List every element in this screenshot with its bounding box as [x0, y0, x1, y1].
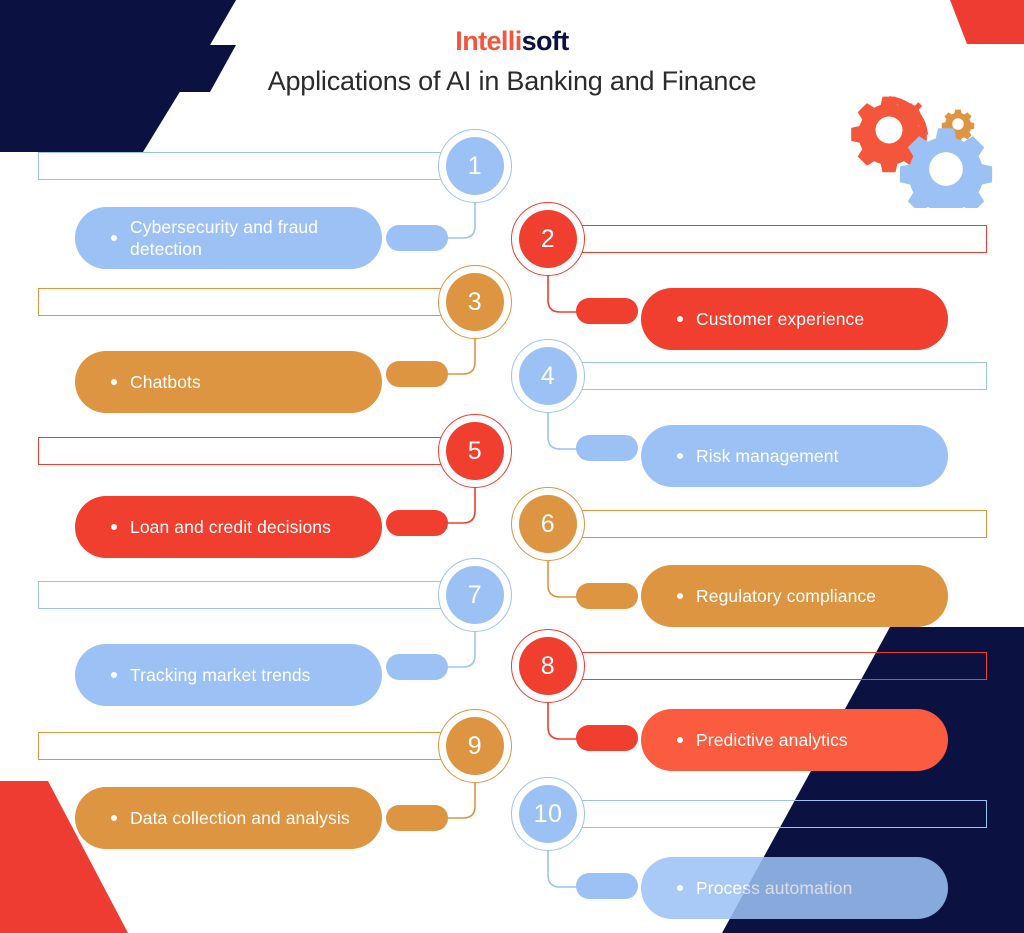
item-4-pill[interactable]: Risk management — [641, 425, 948, 487]
page-title: Applications of AI in Banking and Financ… — [267, 66, 757, 96]
item-5-bullet-icon — [111, 524, 117, 530]
item-9-label: Data collection and analysis — [130, 807, 350, 828]
gears-illustration — [851, 96, 993, 208]
item-8-outline-bar — [576, 652, 987, 680]
item-5-number: 5 — [467, 436, 483, 465]
corner-shape-bottom-right — [722, 627, 1024, 933]
item-3-label: Chatbots — [130, 371, 201, 392]
item-10-label: Process automation — [696, 877, 853, 898]
corner-shape-bottom-left — [0, 781, 128, 933]
item-2-bullet-icon — [677, 316, 683, 322]
item-9-number: 9 — [467, 731, 483, 760]
brand-logo: Intellisoft — [0, 26, 1024, 57]
item-10-bullet-icon — [677, 885, 683, 891]
logo-text-primary: Intelli — [455, 26, 522, 56]
item-7-outline-bar — [38, 581, 458, 609]
corner-shape-top-left — [0, 0, 300, 152]
item-6-outline-bar — [576, 510, 987, 538]
item-10-number-circle[interactable]: 10 — [511, 777, 585, 851]
item-1-outline-bar — [38, 152, 458, 180]
item-6-number: 6 — [540, 509, 556, 538]
gear-red-icon — [851, 96, 929, 173]
item-5-outline-bar — [38, 437, 458, 465]
item-3-outline-bar — [38, 288, 458, 316]
item-2-pill[interactable]: Customer experience — [641, 288, 948, 350]
item-1-label: Cybersecurity and fraud detection — [130, 216, 319, 259]
item-5-number-circle[interactable]: 5 — [438, 414, 512, 488]
item-9-number-circle[interactable]: 9 — [438, 709, 512, 783]
gear-blue-icon — [899, 128, 993, 208]
item-2-label: Customer experience — [696, 308, 865, 329]
item-9-connector-tab — [386, 805, 448, 831]
item-7-label: Tracking market trends — [130, 664, 311, 685]
item-6-number-circle[interactable]: 6 — [511, 487, 585, 561]
item-9-outline-bar — [38, 732, 458, 760]
item-9-bullet-icon — [111, 815, 117, 821]
item-8-number: 8 — [540, 651, 556, 680]
item-7-pill[interactable]: Tracking market trends — [75, 644, 382, 706]
item-10-number: 10 — [533, 799, 563, 828]
item-10-outline-bar — [576, 800, 987, 828]
item-9-pill[interactable]: Data collection and analysis — [75, 787, 382, 849]
item-2-connector — [530, 260, 586, 322]
item-6-connector — [530, 545, 586, 607]
item-10-pill[interactable]: Process automation — [641, 857, 948, 919]
item-4-connector — [530, 397, 586, 459]
item-8-connector-tab — [576, 725, 638, 751]
item-4-outline-bar — [576, 362, 987, 390]
item-7-number-circle[interactable]: 7 — [438, 558, 512, 632]
item-8-pill[interactable]: Predictive analytics — [641, 709, 948, 771]
item-4-number-circle[interactable]: 4 — [511, 339, 585, 413]
item-5-connector-tab — [386, 510, 448, 536]
item-4-number: 4 — [540, 361, 556, 390]
logo-text-secondary: soft — [521, 26, 570, 56]
item-1-pill[interactable]: Cybersecurity and fraud detection — [75, 207, 382, 269]
item-3-bullet-icon — [111, 379, 117, 385]
item-7-number: 7 — [467, 580, 483, 609]
item-2-connector-tab — [576, 298, 638, 324]
item-8-connector — [530, 687, 586, 749]
item-6-bullet-icon — [677, 593, 683, 599]
item-8-number-circle[interactable]: 8 — [511, 629, 585, 703]
item-5-pill[interactable]: Loan and credit decisions — [75, 496, 382, 558]
item-6-pill[interactable]: Regulatory compliance — [641, 565, 948, 627]
item-2-number-circle[interactable]: 2 — [511, 202, 585, 276]
item-1-bullet-icon — [111, 235, 117, 241]
item-5-connector — [444, 471, 494, 533]
item-1-number: 1 — [467, 151, 483, 180]
item-7-bullet-icon — [111, 672, 117, 678]
item-9-connector — [444, 766, 494, 828]
item-4-label: Risk management — [696, 445, 839, 466]
item-8-bullet-icon — [677, 737, 683, 743]
item-10-connector — [530, 835, 586, 897]
item-3-connector — [444, 322, 494, 384]
item-3-number: 3 — [467, 287, 483, 316]
item-1-connector — [444, 186, 494, 248]
item-3-connector-tab — [386, 361, 448, 387]
item-7-connector-tab — [386, 654, 448, 680]
item-5-label: Loan and credit decisions — [130, 516, 331, 537]
item-3-pill[interactable]: Chatbots — [75, 351, 382, 413]
item-8-label: Predictive analytics — [696, 729, 848, 750]
item-3-number-circle[interactable]: 3 — [438, 265, 512, 339]
item-4-bullet-icon — [677, 453, 683, 459]
item-10-connector-tab — [576, 873, 638, 899]
item-2-number: 2 — [540, 224, 556, 253]
item-1-connector-tab — [386, 225, 448, 251]
item-7-connector — [444, 615, 494, 677]
item-1-number-circle[interactable]: 1 — [438, 129, 512, 203]
corner-shape-top-right — [950, 0, 1024, 44]
item-6-connector-tab — [576, 583, 638, 609]
item-2-outline-bar — [576, 225, 987, 253]
item-6-label: Regulatory compliance — [696, 585, 877, 606]
item-4-connector-tab — [576, 435, 638, 461]
